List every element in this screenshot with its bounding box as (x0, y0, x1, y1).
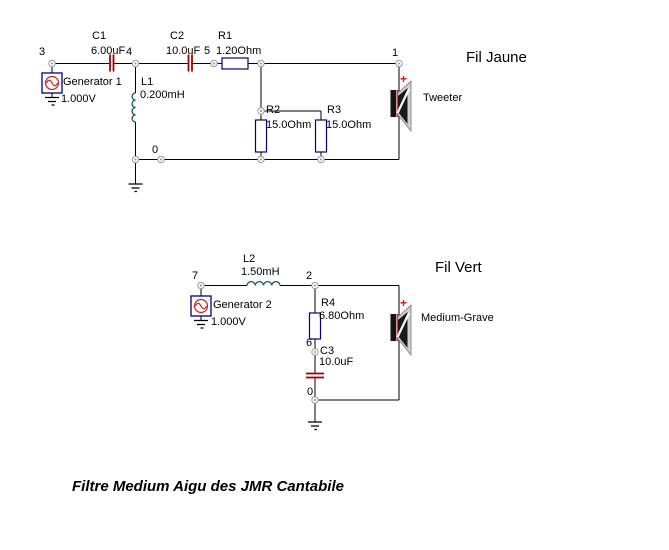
capacitor-c1-symbol[interactable] (109, 54, 115, 72)
node-junctions-circuit2 (197, 281, 319, 404)
inductor-l2-ref: L2 (243, 253, 256, 265)
tweeter-plus-polarity: + (400, 72, 408, 86)
capacitor-c2-symbol[interactable] (187, 54, 193, 72)
node-junction (257, 59, 265, 68)
resistor-r1-value: 1.20Ohm (216, 45, 262, 57)
node-junction (131, 59, 140, 68)
resistor-r1-ref: R1 (218, 30, 233, 42)
resistor-r2-value: 15.0Ohm (266, 119, 312, 131)
resistor-r3-symbol[interactable] (314, 119, 328, 153)
node-junction (311, 396, 319, 404)
inductor-l1-value: 0.200mH (140, 89, 185, 101)
inductor-l2-symbol[interactable] (246, 280, 281, 286)
inductor-l1-ref: L1 (141, 76, 154, 88)
resistor-r2-ref: R2 (266, 104, 281, 116)
capacitor-c3-ref: C3 (320, 345, 335, 357)
node-junction (210, 59, 218, 68)
generator2-value: 1.000V (211, 316, 246, 328)
generator1-ref: Generator 1 (63, 76, 122, 88)
inductor-l1-symbol[interactable] (131, 92, 136, 123)
circuit2-wires (200, 285, 400, 422)
resistor-r1-symbol[interactable] (221, 57, 249, 70)
capacitor-c1-value: 6.00uF (91, 45, 126, 57)
capacitor-c3-symbol[interactable] (306, 372, 324, 379)
node-junctions-circuit1 (48, 59, 403, 164)
node-junction (48, 59, 56, 68)
generator2-ref: Generator 2 (213, 299, 272, 311)
tweeter-label: Tweeter (423, 92, 463, 104)
schematic-title: Filtre Medium Aigu des JMR Cantabile (72, 478, 344, 495)
medium-grave-plus-polarity: + (400, 296, 408, 310)
node-label-5: 5 (204, 45, 211, 57)
resistor-r3-ref: R3 (327, 104, 342, 116)
node-label-7: 7 (192, 270, 199, 282)
medium-grave-label: Medium-Grave (421, 312, 494, 324)
resistor-r3-value: 15.0Ohm (326, 119, 372, 131)
ground-icon-circuit1[interactable] (128, 183, 143, 193)
node-label-0-circuit2: 0 (307, 386, 314, 398)
generator1-value: 1.000V (61, 93, 96, 105)
node-junction (257, 107, 265, 115)
tweeter-speaker-icon[interactable] (390, 79, 412, 133)
generator2-symbol[interactable] (190, 295, 212, 317)
capacitor-c2-ref: C2 (170, 30, 185, 42)
capacitor-c2-value: 10.0uF (166, 45, 201, 57)
wire-annotation-fil-jaune: Fil Jaune (466, 49, 527, 66)
capacitor-c1-ref: C1 (92, 30, 107, 42)
node-junction (131, 155, 140, 164)
wire-annotation-fil-vert: Fil Vert (435, 259, 482, 276)
node-label-4: 4 (126, 46, 133, 58)
medium-grave-speaker-icon[interactable] (390, 303, 412, 357)
node-label-1: 1 (392, 47, 399, 59)
node-junction (197, 281, 205, 290)
node-junction (317, 155, 325, 164)
node-junction (157, 155, 165, 164)
generator1-symbol[interactable] (41, 72, 63, 94)
inductor-l2-value: 1.50mH (241, 266, 280, 278)
resistor-r2-symbol[interactable] (254, 119, 268, 153)
capacitor-c3-value: 10.0uF (319, 356, 354, 368)
resistor-r4-symbol[interactable] (308, 312, 322, 340)
node-label-2: 2 (306, 270, 313, 282)
ground-icon-circuit2[interactable] (308, 421, 322, 431)
node-junction (395, 59, 403, 68)
resistor-r4-value: 6.80Ohm (319, 310, 365, 322)
ground-icon-generator1[interactable] (45, 96, 59, 106)
node-label-6: 6 (306, 337, 313, 349)
node-junction (257, 155, 265, 164)
resistor-r4-ref: R4 (321, 297, 336, 309)
node-junction (311, 348, 319, 356)
node-label-0-circuit1: 0 (152, 144, 159, 156)
node-junction (311, 281, 319, 290)
node-label-3: 3 (39, 46, 46, 58)
ground-icon-generator2[interactable] (194, 319, 208, 329)
